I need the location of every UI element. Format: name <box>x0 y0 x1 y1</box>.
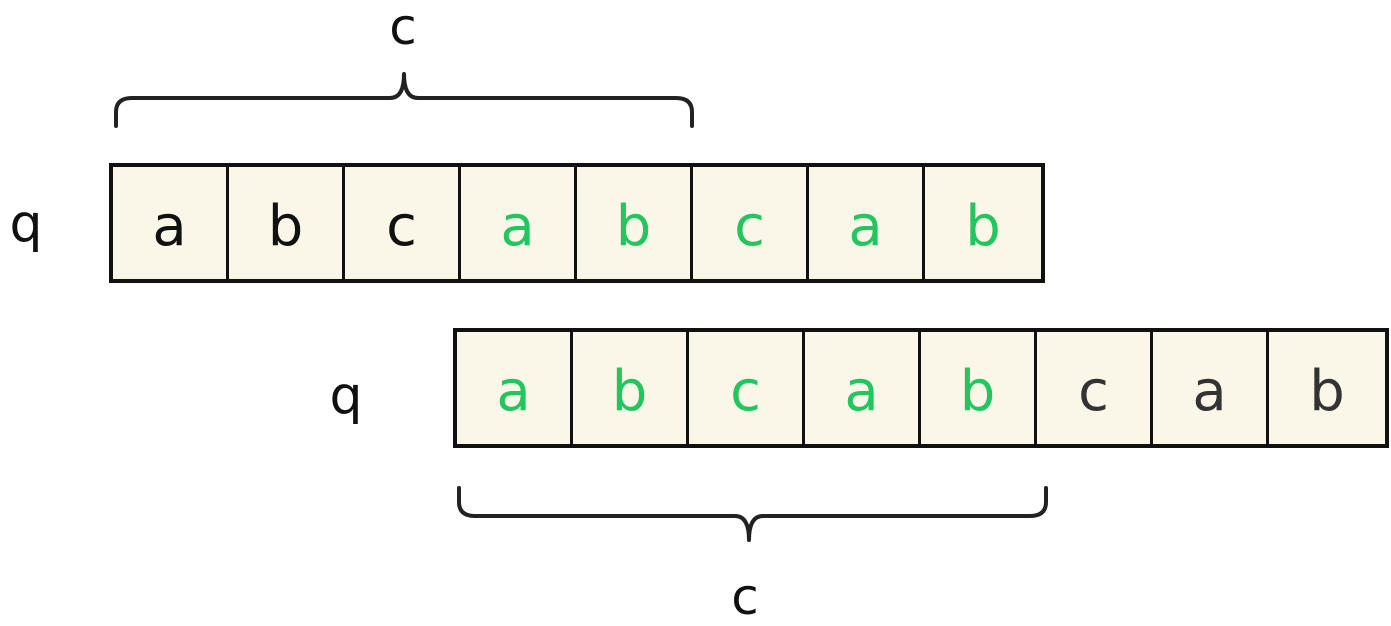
top-cell-3: c <box>345 167 461 279</box>
top-cell-4: a <box>461 167 577 279</box>
bottom-row-label: q <box>329 366 363 426</box>
top-cell-7: a <box>809 167 925 279</box>
bottom-cell-6: c <box>1037 332 1153 444</box>
top-cell-6: c <box>693 167 809 279</box>
top-cell-2: b <box>229 167 345 279</box>
bottom-cell-3: c <box>689 332 805 444</box>
bottom-cell-8: b <box>1309 359 1345 424</box>
top-row-label: q <box>9 194 43 254</box>
bottom-brace-label: c <box>731 568 759 626</box>
bottom-cell-2: b <box>573 332 689 444</box>
top-cell-5: b <box>577 167 693 279</box>
bottom-cell-5: b <box>921 332 1037 444</box>
top-brace-label: c <box>389 0 417 56</box>
top-cell-8: b <box>965 194 1001 259</box>
bottom-cell-7: a <box>1153 332 1269 444</box>
top-cell-1: a <box>113 167 229 279</box>
bottom-cell-4: a <box>805 332 921 444</box>
bottom-cell-1: a <box>457 332 573 444</box>
